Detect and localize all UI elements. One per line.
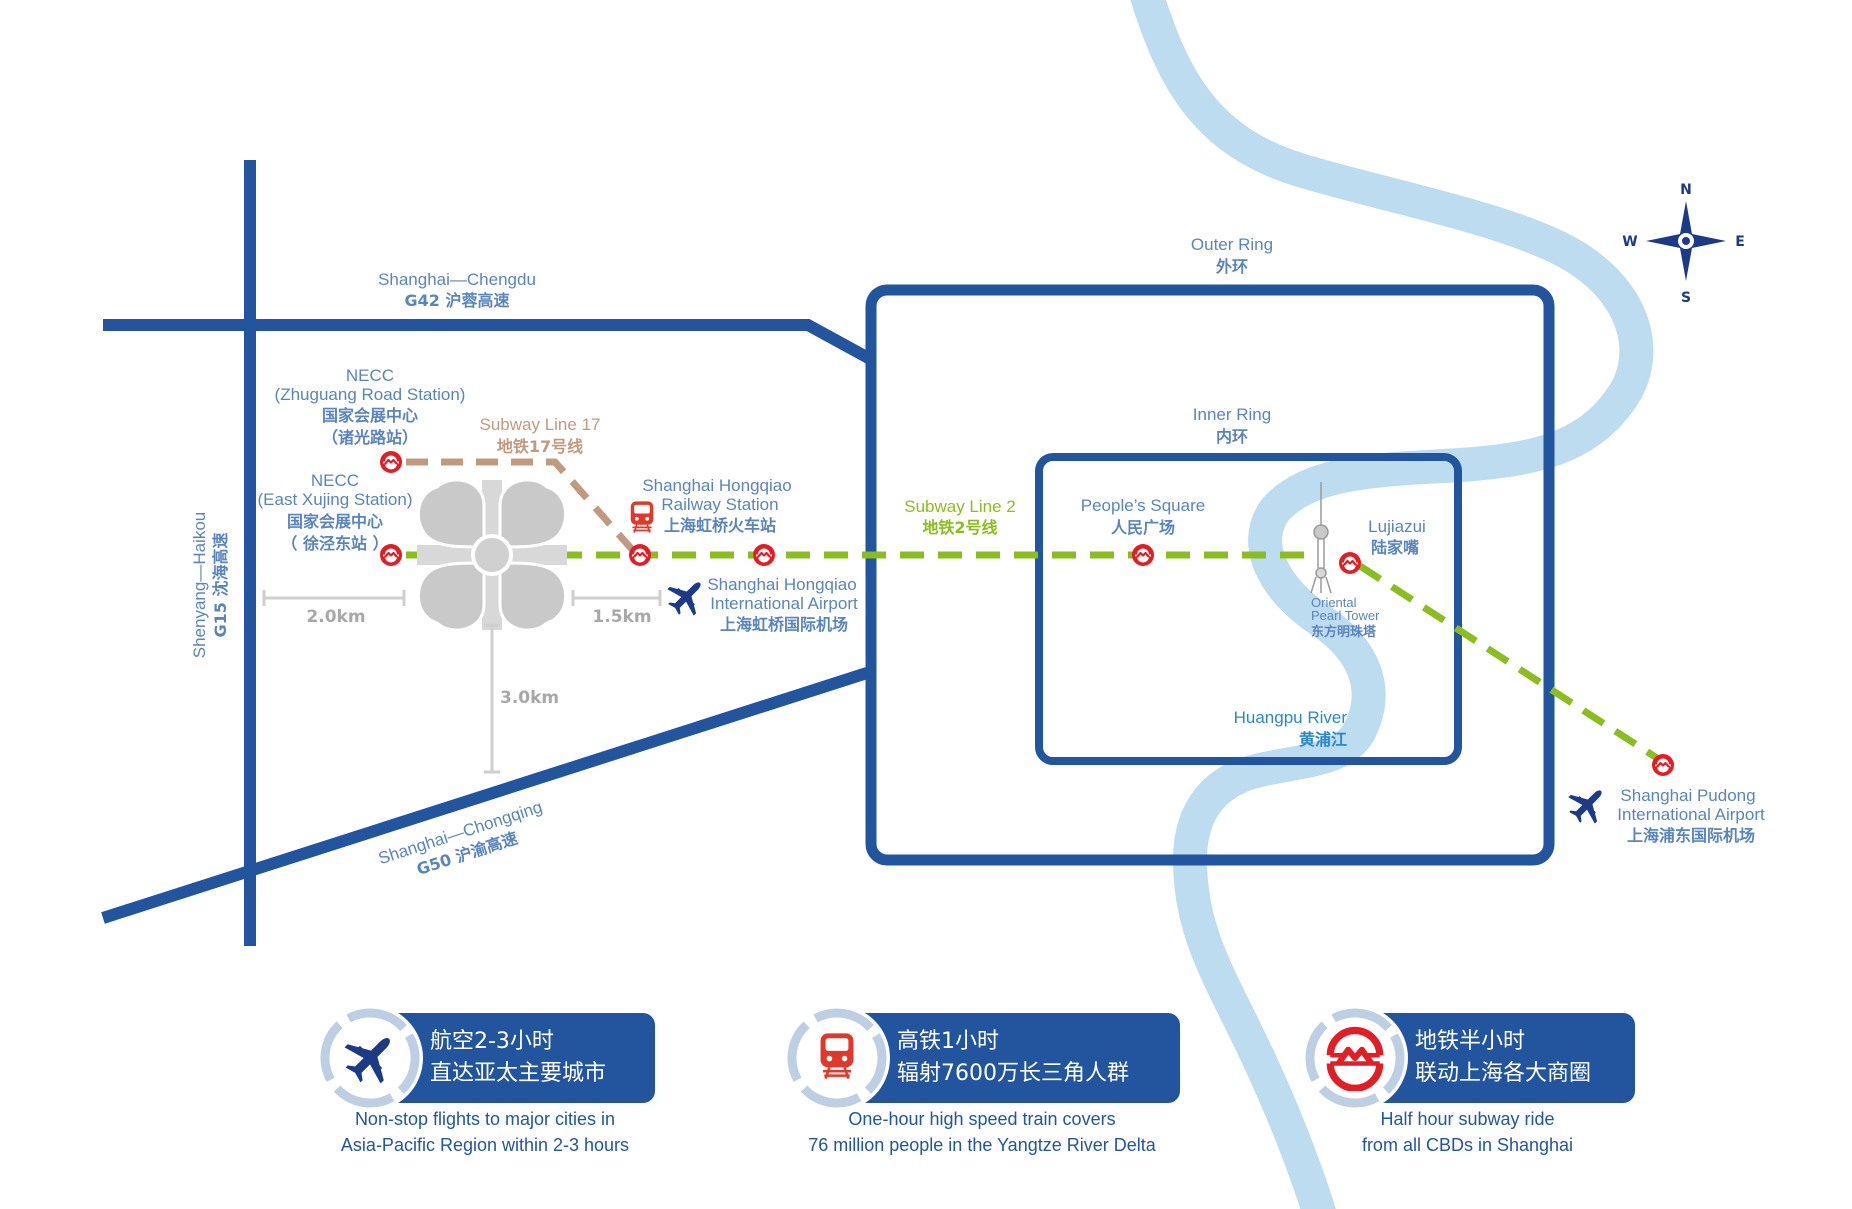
compass-east: E — [1735, 234, 1745, 250]
highway-g15-label-cn: G15 沈海高速 — [211, 533, 230, 638]
feature-card-subway: 地铁半小时 联动上海各大商圈 Half hour subway ride fro… — [1295, 998, 1640, 1155]
feature-title-cn-2: 联动上海各大商圈 — [1415, 1061, 1592, 1086]
outer-ring — [865, 284, 1555, 866]
feature-card-air: 航空2-3小时 直达亚太主要城市 Non-stop flights to maj… — [310, 998, 655, 1155]
feature-title-cn-2: 直达亚太主要城市 — [430, 1061, 607, 1086]
distance-west — [262, 590, 406, 606]
svg-text:国家会展中心: 国家会展中心 — [287, 512, 383, 531]
feature-desc-en-1: Half hour subway ride — [1380, 1109, 1555, 1129]
svg-text:Shanghai Hongqiao: Shanghai Hongqiao — [707, 575, 856, 594]
feature-desc-en-2: Asia-Pacific Region within 2-3 hours — [340, 1135, 630, 1155]
feature-title-cn-1: 航空2-3小时 — [430, 1029, 554, 1054]
feature-desc-en-2: 76 million people in the Yangtze River D… — [808, 1135, 1156, 1155]
airplane-icon — [340, 1028, 400, 1088]
huangpu-river — [1130, 0, 1654, 1209]
svg-text:上海浦东国际机场: 上海浦东国际机场 — [1627, 826, 1755, 845]
svg-text:Shanghai Pudong: Shanghai Pudong — [1620, 786, 1755, 805]
airplane-icon — [1565, 783, 1609, 827]
metro-station-icon-zhuguang[interactable] — [379, 450, 403, 474]
inner-ring — [1035, 453, 1462, 765]
feature-desc-en-1: One-hour high speed train covers — [848, 1109, 1116, 1129]
feature-title-cn-1: 地铁半小时 — [1415, 1029, 1526, 1054]
highway-g42 — [103, 319, 875, 366]
svg-text:NECC: NECC — [311, 471, 359, 490]
svg-text:Shanghai Hongqiao: Shanghai Hongqiao — [642, 476, 791, 495]
svg-text:国家会展中心: 国家会展中心 — [322, 406, 418, 425]
inner-ring-label-en: Inner Ring — [1193, 405, 1271, 424]
svg-text:上海虹桥火车站: 上海虹桥火车站 — [664, 516, 776, 535]
pearl-tower-icon — [1310, 482, 1332, 594]
compass-rose-icon — [1646, 201, 1726, 281]
feature-title-cn-1: 高铁1小时 — [897, 1029, 999, 1054]
highway-g15-label-en: Shenyang—Haikou — [190, 512, 209, 658]
metro-logo-icon — [1326, 1027, 1384, 1091]
svg-text:Huangpu River: Huangpu River — [1234, 708, 1348, 727]
train-icon — [629, 501, 655, 533]
feature-desc-en-2: from all CBDs in Shanghai — [1361, 1135, 1574, 1155]
svg-text:People’s Square: People’s Square — [1081, 496, 1205, 515]
subway-line-17-label-cn: 地铁17号线 — [497, 437, 583, 456]
svg-text:(East Xujing Station): (East Xujing Station) — [258, 490, 413, 509]
distance-south — [484, 623, 500, 774]
metro-station-icon-hongqiao-rail[interactable] — [628, 543, 652, 567]
subway-line-2-label-cn: 地铁2号线 — [922, 518, 997, 537]
feature-desc-en-1: Non-stop flights to major cities in — [354, 1109, 616, 1129]
station-label-lujiazui: Lujiazui 陆家嘴 — [1368, 517, 1426, 557]
pearl-tower-label: Oriental Pearl Tower 东方明珠塔 — [1311, 595, 1380, 640]
compass-west: W — [1622, 234, 1637, 250]
svg-text:东方明珠塔: 东方明珠塔 — [1311, 624, 1377, 640]
subway-line-2-label-en: Subway Line 2 — [904, 497, 1016, 516]
highway-g50 — [101, 666, 872, 924]
svg-text:Oriental: Oriental — [1311, 595, 1357, 610]
highway-g15 — [244, 160, 256, 946]
svg-text:黄浦江: 黄浦江 — [1299, 730, 1347, 749]
svg-text:（诸光路站）: （诸光路站） — [322, 428, 418, 447]
outer-ring-label-en: Outer Ring — [1191, 235, 1273, 254]
station-label-peoples-square: People’s Square 人民广场 — [1081, 496, 1205, 537]
feature-title-cn-2: 辐射7600万长三角人群 — [897, 1061, 1129, 1086]
svg-text:International Airport: International Airport — [1617, 805, 1765, 824]
svg-text:上海虹桥国际机场: 上海虹桥国际机场 — [720, 615, 848, 634]
svg-text:（ 徐泾东站 ）: （ 徐泾东站 ） — [281, 534, 388, 553]
station-label-hongqiao-airport: Shanghai Hongqiao International Airport … — [707, 575, 858, 634]
distance-east-label: 1.5km — [592, 607, 651, 627]
distance-south-label: 3.0km — [500, 688, 559, 708]
svg-text:Railway Station: Railway Station — [661, 495, 778, 514]
distance-east — [571, 590, 662, 606]
highway-g42-label-cn: G42 沪蓉高速 — [405, 291, 510, 310]
metro-station-icon-peoples-square[interactable] — [1131, 543, 1155, 567]
highway-g42-label-en: Shanghai—Chengdu — [378, 270, 536, 289]
train-icon — [819, 1033, 855, 1079]
svg-text:Pearl Tower: Pearl Tower — [1311, 608, 1380, 623]
outer-ring-label-cn: 外环 — [1215, 257, 1248, 276]
compass-south: S — [1681, 290, 1691, 306]
svg-text:(Zhuguang Road Station): (Zhuguang Road Station) — [275, 385, 466, 404]
airplane-icon — [664, 575, 708, 619]
necc-building-icon — [416, 478, 568, 632]
subway-line-17-label-en: Subway Line 17 — [480, 415, 601, 434]
feature-card-rail: 高铁1小时 辐射7600万长三角人群 One-hour high speed t… — [777, 998, 1182, 1155]
svg-text:人民广场: 人民广场 — [1111, 518, 1175, 537]
metro-station-icon-hongqiao-airport[interactable] — [752, 543, 776, 567]
svg-text:陆家嘴: 陆家嘴 — [1371, 538, 1419, 557]
metro-station-icon-pudong-airport[interactable] — [1651, 753, 1675, 777]
station-label-zhuguang: NECC (Zhuguang Road Station) 国家会展中心 （诸光路… — [275, 366, 466, 447]
svg-text:International Airport: International Airport — [710, 594, 858, 613]
inner-ring-label-cn: 内环 — [1216, 427, 1248, 446]
svg-text:NECC: NECC — [346, 366, 394, 385]
subway-line-2-east — [1358, 563, 1662, 763]
metro-station-icon-lujiazui[interactable] — [1338, 551, 1362, 575]
svg-text:Lujiazui: Lujiazui — [1368, 517, 1426, 536]
huangpu-river-label: Huangpu River 黄浦江 — [1234, 708, 1348, 749]
station-label-hongqiao-rail: Shanghai Hongqiao Railway Station 上海虹桥火车… — [642, 476, 791, 535]
station-label-pudong-airport: Shanghai Pudong International Airport 上海… — [1617, 786, 1765, 845]
station-label-east-xujing: NECC (East Xujing Station) 国家会展中心 （ 徐泾东站… — [258, 471, 413, 553]
compass-north: N — [1680, 182, 1692, 198]
distance-west-label: 2.0km — [306, 607, 365, 627]
subway-line-17 — [406, 458, 640, 558]
